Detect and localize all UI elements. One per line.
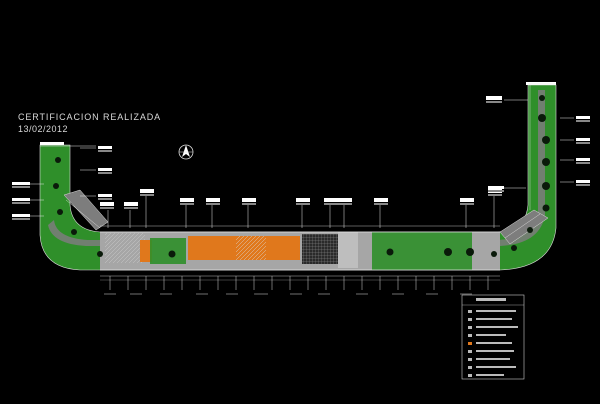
tree-symbol-icon [542, 204, 550, 212]
tree-symbol-icon [542, 158, 550, 166]
tree-symbol-icon [444, 248, 452, 256]
hatched-plaza [105, 233, 145, 263]
tree-symbol-icon [542, 182, 550, 190]
tree-symbol-icon [168, 250, 176, 258]
tree-symbol-icon [71, 229, 77, 235]
right-callouts [486, 82, 590, 210]
orange-paving-left [140, 240, 152, 262]
tree-symbol-icon [539, 95, 545, 101]
tree-symbol-icon [57, 209, 63, 215]
green-bed-left [150, 238, 186, 264]
certification-title: CERTIFICACION REALIZADA [18, 112, 162, 122]
tree-symbol-icon [511, 245, 517, 251]
certification-date: 13/02/2012 [18, 124, 69, 134]
tree-symbol-icon [386, 248, 394, 256]
crossing [338, 232, 358, 268]
tree-symbol-icon [53, 183, 59, 189]
tree-symbol-icon [491, 251, 497, 257]
legend-block [461, 294, 525, 380]
trees [53, 95, 550, 258]
grid-paving [302, 234, 338, 264]
station-ticks [109, 276, 489, 290]
tree-symbol-icon [527, 227, 533, 233]
tree-symbol-icon [538, 114, 546, 122]
promenade-plan [39, 84, 557, 281]
left-callouts [12, 142, 112, 220]
tree-symbol-icon [55, 157, 61, 163]
tree-symbol-icon [466, 248, 474, 256]
tree-symbol-icon [97, 251, 103, 257]
hatched-zone [236, 236, 266, 260]
tree-symbol-icon [542, 136, 550, 144]
top-callouts [100, 189, 502, 228]
north-arrow-icon [178, 144, 194, 160]
right-ramp [499, 209, 549, 245]
